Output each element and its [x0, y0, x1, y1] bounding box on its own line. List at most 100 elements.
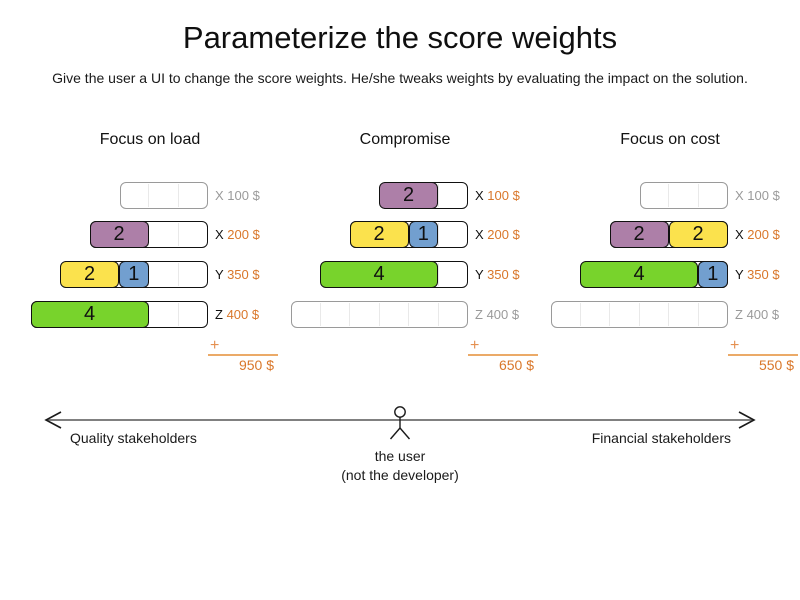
- not-developer-label: (not the developer): [341, 467, 459, 483]
- cell-divider: [437, 184, 439, 207]
- computer-name: X: [735, 227, 744, 242]
- computer-cost: 350 $: [747, 267, 780, 282]
- cell-divider: [697, 184, 699, 207]
- cell-divider: [668, 184, 669, 207]
- plus-icon: +: [730, 337, 740, 354]
- cell-divider: [148, 184, 149, 207]
- computer-cost: 200 $: [227, 227, 260, 242]
- computer-cost: 400 $: [226, 307, 260, 322]
- cell-divider: [148, 303, 149, 326]
- arrow-left-icon: [44, 411, 62, 429]
- sum-divider-line: [208, 354, 278, 356]
- total-cost: 550 $: [758, 357, 794, 373]
- capacity-track: [639, 182, 728, 209]
- computer-cost-label: Z 400 $: [215, 307, 259, 322]
- computer-cost-label: X 200 $: [735, 227, 780, 242]
- computer-cost-label: X 200 $: [215, 227, 260, 242]
- cell-divider: [319, 303, 321, 326]
- quality-stakeholders-label: Quality stakeholders: [70, 430, 197, 446]
- panel-heading: Compromise: [359, 131, 451, 148]
- capacity-track: 2: [89, 220, 208, 248]
- cell-divider: [697, 303, 699, 326]
- capacity-track: 2: [379, 181, 468, 209]
- computer-name: Y: [735, 267, 744, 282]
- computer-cost-label: Y 350 $: [215, 267, 260, 282]
- capacity-track: [551, 301, 728, 328]
- computer-cost: 400 $: [746, 307, 780, 322]
- cell-divider: [378, 303, 380, 326]
- computer-name: X: [215, 188, 224, 203]
- stick-figure-icon: [389, 406, 411, 440]
- cell-divider: [177, 184, 179, 207]
- panel-heading: Focus on cost: [620, 131, 720, 148]
- page-title: Parameterize the score weights: [182, 20, 618, 55]
- sum-divider-line: [468, 354, 538, 356]
- cell-divider: [177, 263, 179, 286]
- process-block: 1: [698, 260, 728, 288]
- cell-divider: [609, 303, 610, 326]
- computer-cost: 200 $: [487, 227, 520, 242]
- computer-cost: 400 $: [486, 307, 520, 322]
- computer-name: Y: [475, 267, 484, 282]
- process-block: 2: [60, 260, 119, 288]
- computer-cost-label: X 100 $: [215, 188, 260, 203]
- process-block: 2: [609, 220, 669, 248]
- computer-cost: 350 $: [487, 267, 520, 282]
- plus-icon: +: [210, 337, 220, 354]
- computer-cost-label: X 200 $: [475, 227, 520, 242]
- capacity-track: [119, 182, 208, 209]
- cell-divider: [579, 303, 581, 326]
- computer-cost-label: X 100 $: [475, 188, 520, 203]
- cell-divider: [437, 303, 439, 326]
- computer-name: X: [215, 227, 224, 242]
- process-block: 1: [119, 260, 149, 288]
- arrow-right-icon: [738, 411, 756, 429]
- plus-icon: +: [470, 337, 480, 354]
- capacity-track: 4: [320, 260, 468, 288]
- computer-cost: 100 $: [487, 188, 520, 203]
- process-block: 2: [379, 181, 438, 209]
- computer-name: Y: [215, 267, 224, 282]
- process-block: 4: [30, 300, 149, 328]
- user-label: the user: [374, 448, 426, 464]
- page-subtitle: Give the user a UI to change the score w…: [52, 70, 748, 86]
- computer-cost-label: Z 400 $: [475, 307, 519, 322]
- process-block: 2: [349, 220, 409, 248]
- capacity-track: 4: [30, 300, 208, 328]
- computer-cost-label: Y 350 $: [475, 267, 520, 282]
- cell-divider: [148, 223, 149, 246]
- computer-cost: 100 $: [747, 188, 780, 203]
- capacity-track: [291, 301, 468, 328]
- cell-divider: [408, 303, 409, 326]
- computer-cost-label: Z 400 $: [735, 307, 779, 322]
- computer-cost: 200 $: [747, 227, 780, 242]
- stakeholder-spectrum-arrow: [44, 406, 756, 440]
- process-block: 4: [580, 260, 698, 288]
- computer-name: Z: [215, 307, 223, 322]
- process-block: 2: [668, 220, 728, 248]
- cell-divider: [437, 223, 439, 246]
- cell-divider: [638, 303, 640, 326]
- total-cost: 950 $: [238, 357, 274, 373]
- cell-divider: [668, 303, 669, 326]
- process-block: 1: [408, 220, 438, 248]
- computer-name: Z: [475, 307, 483, 322]
- total-cost: 650 $: [498, 357, 534, 373]
- cell-divider: [349, 303, 350, 326]
- computer-cost: 350 $: [227, 267, 260, 282]
- process-block: 4: [320, 260, 438, 288]
- cell-divider: [177, 303, 179, 326]
- panel-heading: Focus on load: [99, 131, 201, 148]
- cell-divider: [177, 223, 179, 246]
- computer-name: Z: [735, 307, 743, 322]
- computer-cost-label: Y 350 $: [735, 267, 780, 282]
- financial-stakeholders-label: Financial stakeholders: [591, 430, 731, 446]
- cell-divider: [437, 263, 439, 286]
- cell-divider: [148, 263, 149, 286]
- computer-name: X: [475, 227, 484, 242]
- computer-name: X: [475, 188, 484, 203]
